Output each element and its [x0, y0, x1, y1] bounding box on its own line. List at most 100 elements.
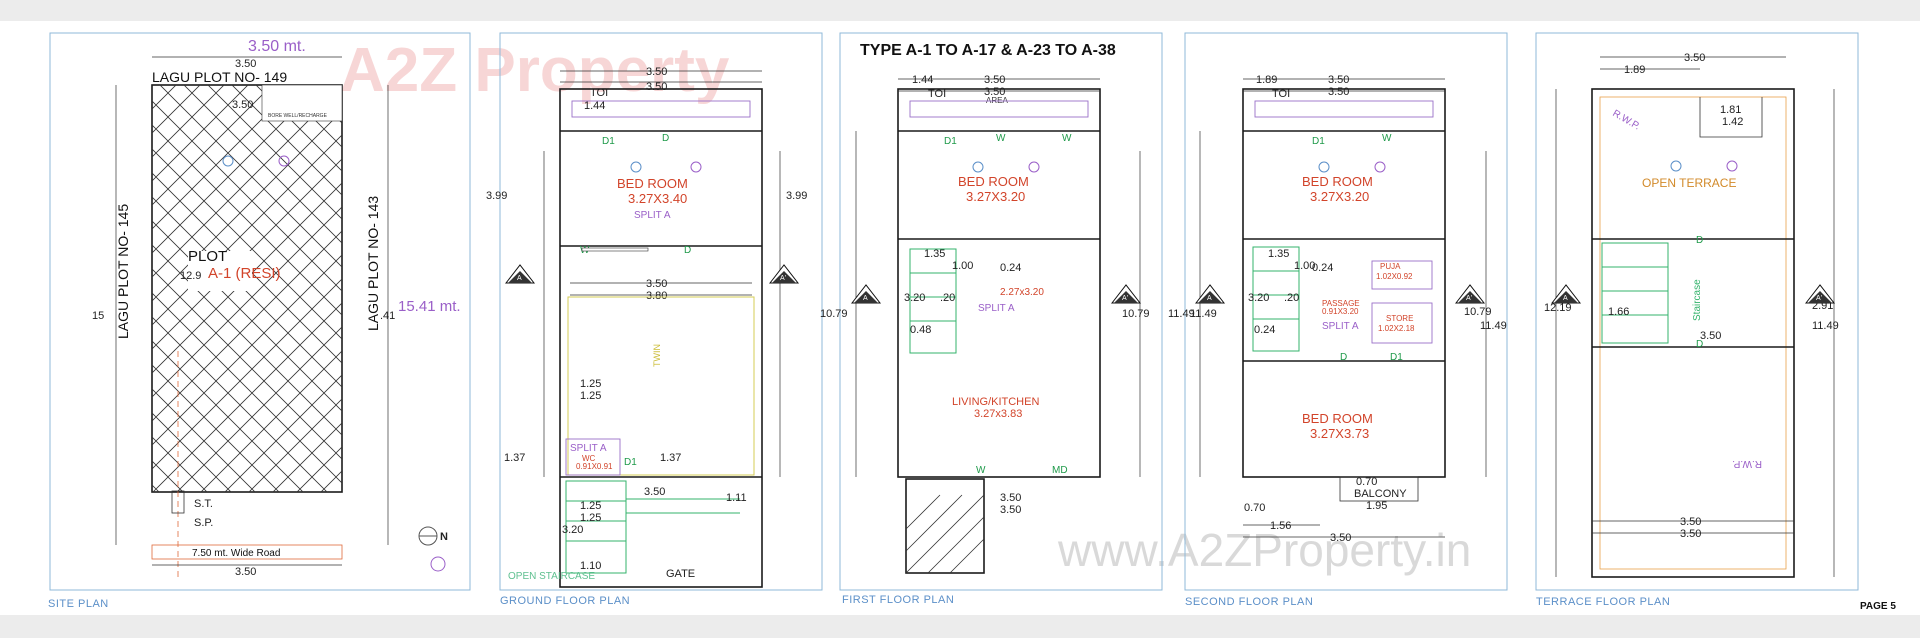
second-floor-frame [1184, 32, 1508, 591]
watermark-logo: A2Z Property [340, 36, 730, 105]
drawing-sheet: A2Z Property www.A2ZProperty.in TYPE A-1… [0, 21, 1920, 615]
svg-text:.20: .20 [940, 292, 955, 304]
plot-name: PLOT [188, 248, 227, 265]
site-top-width: 3.50 mt. [248, 38, 306, 55]
svg-text:3.50: 3.50 [646, 278, 667, 290]
north-arrow: N [440, 531, 448, 543]
sf-puja-label: PUJA [1380, 262, 1401, 271]
svg-text:3.20: 3.20 [1248, 292, 1269, 304]
svg-text:TWIN: TWIN [652, 344, 662, 367]
svg-text:3.50: 3.50 [232, 99, 253, 111]
svg-text:0.24: 0.24 [1000, 262, 1021, 274]
svg-text:SPLIT A: SPLIT A [634, 210, 671, 221]
svg-text:A': A' [1122, 295, 1128, 302]
svg-text:D1: D1 [1312, 136, 1325, 147]
site-plan: 3.50 mt. 3.50 LAGU PLOT NO- 149 BORE WEL… [48, 38, 461, 610]
ff-living-label: LIVING/KITCHEN [952, 396, 1039, 408]
west-plot-label: LAGU PLOT NO- 145 [115, 204, 131, 339]
svg-text:A: A [517, 275, 522, 282]
svg-text:BORE WELL/RECHARGE: BORE WELL/RECHARGE [268, 113, 328, 119]
svg-text:A: A [1563, 295, 1568, 302]
svg-text:0.48: 0.48 [910, 324, 931, 336]
svg-text:1.25: 1.25 [580, 390, 601, 402]
svg-text:D: D [1696, 235, 1703, 246]
svg-text:R.W.P.: R.W.P. [1732, 458, 1762, 469]
svg-text:3.50: 3.50 [1684, 52, 1705, 64]
terrace-open-label: OPEN TERRACE [1642, 176, 1736, 190]
sf-bedroom2-size: 3.27X3.73 [1310, 426, 1369, 441]
svg-text:A': A' [1466, 295, 1472, 302]
terrace-floor-plan: 3.50 1.89 R.W.P. 1.81 1.42 OPEN TERRACE … [1536, 52, 1839, 608]
svg-text:1.11: 1.11 [726, 492, 747, 504]
svg-text:0.70: 0.70 [1356, 476, 1377, 488]
svg-text:TOI: TOI [590, 87, 608, 99]
svg-text:SPLIT A: SPLIT A [570, 443, 607, 454]
svg-text:Staircase: Staircase [1692, 279, 1703, 321]
ground-floor-frame [499, 32, 823, 591]
svg-text:W: W [1062, 133, 1072, 144]
svg-text:3.50: 3.50 [984, 74, 1005, 86]
svg-text:0.91X0.91: 0.91X0.91 [576, 462, 613, 471]
svg-text:OPEN STAIRCASE: OPEN STAIRCASE [508, 571, 595, 582]
site-depth: 15.41 mt. [398, 298, 461, 315]
svg-text:0.91X3.20: 0.91X3.20 [1322, 307, 1359, 316]
site-plan-frame [49, 32, 471, 591]
svg-text:1.02X0.92: 1.02X0.92 [1376, 272, 1413, 281]
svg-text:3.50: 3.50 [644, 486, 665, 498]
terrace-floor-label: TERRACE FLOOR PLAN [1536, 596, 1670, 608]
page-number: PAGE 5 [1860, 601, 1896, 612]
svg-text:SPLIT A: SPLIT A [978, 303, 1015, 314]
svg-text:15: 15 [92, 310, 104, 322]
svg-text:11.49: 11.49 [1190, 308, 1217, 320]
svg-text:1.89: 1.89 [1256, 74, 1277, 86]
svg-text:D: D [1696, 339, 1703, 350]
svg-text:10.79: 10.79 [1122, 308, 1150, 320]
svg-text:D: D [662, 133, 669, 144]
svg-text:.20: .20 [1284, 292, 1299, 304]
svg-text:D1: D1 [624, 457, 637, 468]
svg-text:A: A [863, 295, 868, 302]
svg-text:.41: .41 [380, 310, 395, 322]
ff-bedroom-label: BED ROOM [958, 174, 1029, 189]
svg-text:12.19: 12.19 [1544, 302, 1572, 314]
svg-text:3.99: 3.99 [486, 190, 507, 202]
svg-text:1.25: 1.25 [580, 378, 601, 390]
svg-text:1.81: 1.81 [1720, 104, 1741, 116]
first-floor-plan: 1.44 3.50 3.50 TOI AREA D1 W W BED ROOM … [820, 74, 1150, 606]
site-plan-label: SITE PLAN [48, 598, 109, 610]
svg-text:TOI: TOI [1272, 88, 1290, 100]
svg-text:A': A' [780, 275, 786, 282]
svg-text:1.66: 1.66 [1608, 306, 1629, 318]
svg-text:3.50: 3.50 [235, 58, 256, 70]
svg-text:W: W [976, 465, 986, 476]
svg-text:0.24: 0.24 [1312, 262, 1333, 274]
svg-text:11.49: 11.49 [1168, 308, 1195, 320]
svg-text:11.49: 11.49 [1480, 320, 1507, 332]
gf-bedroom-size: 3.27X3.40 [628, 191, 687, 206]
svg-text:GATE: GATE [666, 568, 695, 580]
svg-text:1.56: 1.56 [1270, 520, 1291, 532]
svg-text:1.42: 1.42 [1722, 116, 1743, 128]
svg-text:1.35: 1.35 [1268, 248, 1289, 260]
ff-bedroom-size: 3.27X3.20 [966, 189, 1025, 204]
svg-text:AREA: AREA [986, 96, 1008, 105]
plan-canvas: A2Z Property www.A2ZProperty.in TYPE A-1… [48, 32, 1896, 612]
first-floor-label: FIRST FLOOR PLAN [842, 594, 954, 606]
sf-bedroom-label: BED ROOM [1302, 174, 1373, 189]
svg-text:1.44: 1.44 [912, 74, 933, 86]
svg-text:10.79: 10.79 [820, 308, 848, 320]
svg-text:11.49: 11.49 [1812, 320, 1839, 332]
svg-text:1.02X2.18: 1.02X2.18 [1378, 324, 1415, 333]
svg-text:12.9: 12.9 [180, 270, 201, 282]
sf-balcony-label: BALCONY [1354, 488, 1407, 500]
main-title: TYPE A-1 TO A-17 & A-23 TO A-38 [860, 42, 1116, 59]
svg-text:0.24: 0.24 [1254, 324, 1275, 336]
watermark-url: www.A2ZProperty.in [1057, 524, 1471, 576]
road-label: 7.50 mt. Wide Road [192, 548, 280, 559]
svg-text:1.95: 1.95 [1366, 500, 1387, 512]
svg-text:S.T.: S.T. [194, 498, 213, 510]
north-plot-label: LAGU PLOT NO- 149 [152, 69, 287, 85]
sf-bedroom-size: 3.27X3.20 [1310, 189, 1369, 204]
svg-text:3.20: 3.20 [562, 524, 583, 536]
terrace-floor-frame [1535, 32, 1859, 591]
